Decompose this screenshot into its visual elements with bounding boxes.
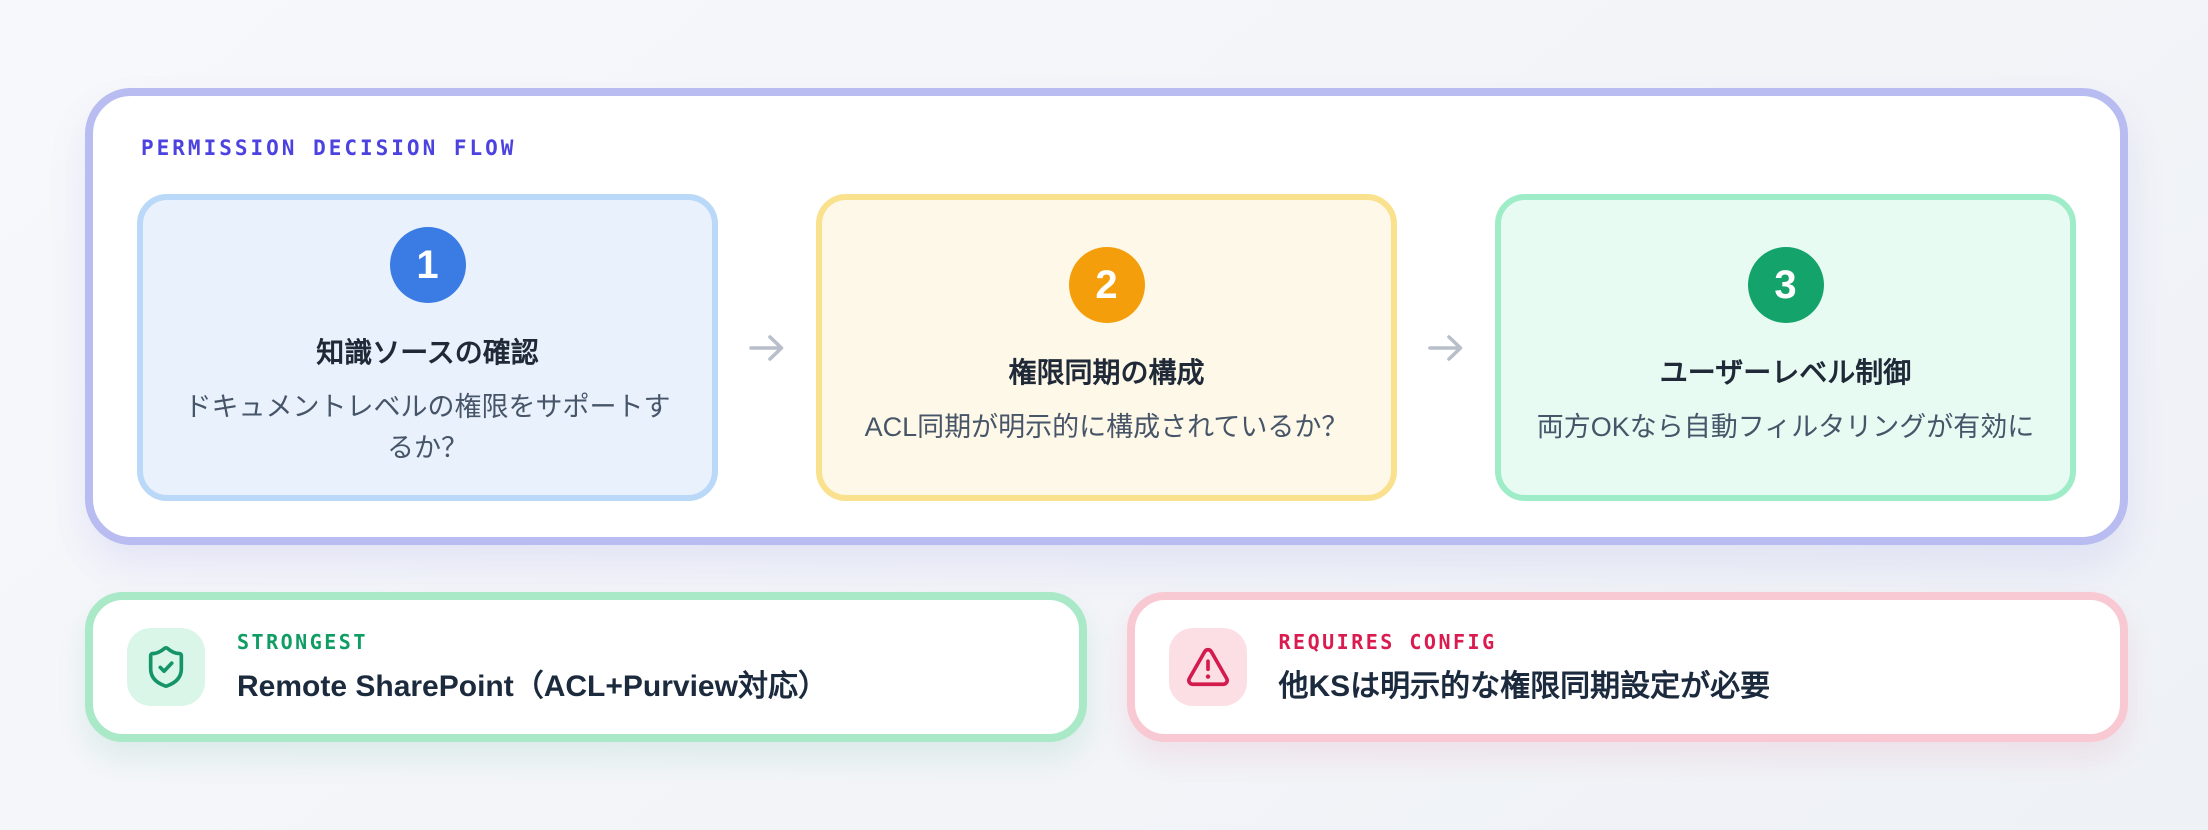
step-1-description: ドキュメントレベルの権限をサポートするか？ <box>184 392 671 463</box>
right-arrow-icon <box>749 334 784 361</box>
right-arrow-icon <box>1428 334 1463 361</box>
shield-check-icon <box>148 646 184 688</box>
flow-steps-row: 1 知識ソースの確認 ドキュメントレベルの権限をサポートするか？ 2 権限同期の… <box>137 194 2076 501</box>
requires-config-verdict-card: REQUIRES CONFIG 他KSは明示的な権限同期設定が必要 <box>1126 592 2128 742</box>
step-2-title: 権限同期の構成 <box>1008 357 1205 389</box>
strongest-badge: STRONGEST <box>237 629 368 654</box>
strongest-verdict-text: STRONGEST Remote SharePoint（ACL+Purview対… <box>237 630 828 705</box>
warning-icon-box <box>1168 628 1247 706</box>
flow-step-3-card: 3 ユーザーレベル制御 両方OKなら自動フィルタリングが有効に <box>1495 194 2076 501</box>
requires-config-verdict-text: REQUIRES CONFIG 他KSは明示的な権限同期設定が必要 <box>1279 630 1771 705</box>
strongest-title: Remote SharePoint（ACL+Purview対応） <box>237 669 828 703</box>
flow-panel-title: PERMISSION DECISION FLOW <box>141 136 517 160</box>
step-1-number-badge: 1 <box>389 227 466 303</box>
step-1-title: 知識ソースの確認 <box>316 337 539 368</box>
permission-decision-flow-panel: PERMISSION DECISION FLOW 1 知識ソースの確認 ドキュメ… <box>85 88 2128 545</box>
flow-arrow-2 <box>1397 194 1495 501</box>
step-2-description: ACL同期が明示的に構成されているか？ <box>864 412 1349 443</box>
flow-step-2-card: 2 権限同期の構成 ACL同期が明示的に構成されているか？ <box>816 194 1397 501</box>
flow-arrow-1 <box>718 194 816 501</box>
warning-triangle-icon <box>1186 648 1229 687</box>
verdict-cards-row: STRONGEST Remote SharePoint（ACL+Purview対… <box>85 592 2128 742</box>
shield-icon-box <box>127 628 205 706</box>
step-3-number-badge: 3 <box>1747 247 1824 324</box>
strongest-verdict-card: STRONGEST Remote SharePoint（ACL+Purview対… <box>85 592 1087 742</box>
flow-step-1-card: 1 知識ソースの確認 ドキュメントレベルの権限をサポートするか？ <box>137 194 718 501</box>
requires-config-title: 他KSは明示的な権限同期設定が必要 <box>1278 669 1771 703</box>
step-3-title: ユーザーレベル制御 <box>1659 357 1912 389</box>
requires-config-badge: REQUIRES CONFIG <box>1278 629 1497 654</box>
step-2-number-badge: 2 <box>1068 247 1145 324</box>
step-3-description: 両方OKなら自動フィルタリングが有効に <box>1536 412 2035 443</box>
